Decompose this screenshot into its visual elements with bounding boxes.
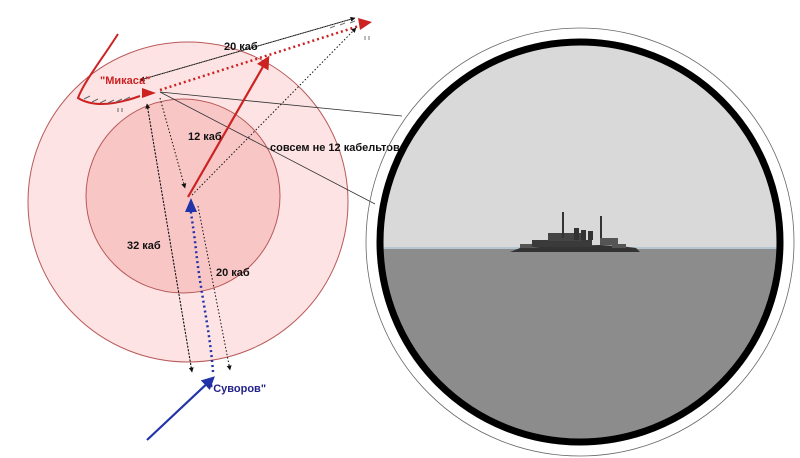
label-callout: совсем не 12 кабельтов <box>270 142 400 154</box>
label-mikasa: "Микаса" <box>100 75 150 87</box>
suvorov-track-dotted <box>188 205 215 373</box>
future-squadron-glyphs <box>329 20 370 40</box>
suvorov-approach-arrow <box>146 376 215 441</box>
suvorov-position-arrowhead <box>185 198 197 212</box>
dist-line-12 <box>159 97 187 189</box>
mikasa-future-arrowhead <box>358 18 372 30</box>
red-firing-arrow <box>187 55 270 198</box>
dist-line-diag <box>191 27 357 196</box>
ship-silhouette-icon <box>510 212 640 252</box>
dist-line-top <box>139 16 356 81</box>
label-32-cab: 32 каб <box>127 240 161 252</box>
periscope-sea <box>380 248 780 442</box>
periscope-ring <box>376 38 784 446</box>
periscope-sky <box>380 42 780 248</box>
mikasa-squadron-glyphs <box>83 95 131 112</box>
dist-line-top-back <box>139 17 356 82</box>
label-12-cab: 12 каб <box>188 131 222 143</box>
inner-range-circle <box>85 98 281 294</box>
label-suvorov: "Суворов" <box>208 383 266 395</box>
periscope-view <box>365 27 795 457</box>
mikasa-arrowhead <box>142 88 156 98</box>
label-20-cab-lower: 20 каб <box>216 267 250 279</box>
callout-line-lower <box>159 91 376 205</box>
label-20-cab-top: 20 каб <box>224 41 258 53</box>
periscope-ring-outer <box>365 27 795 457</box>
mikasa-track <box>76 33 141 105</box>
